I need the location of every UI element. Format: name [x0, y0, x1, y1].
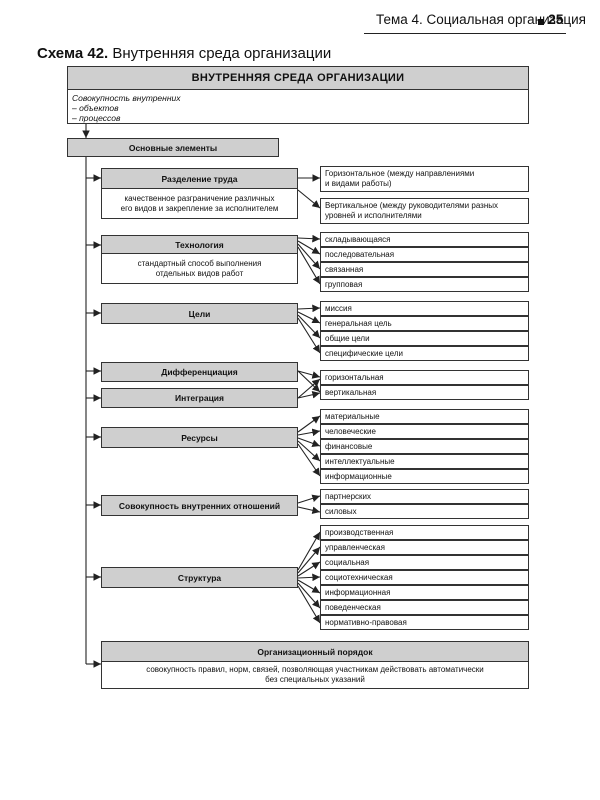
group-order-title: Организационный порядок [101, 641, 529, 662]
leaf-box: интеллектуальные [320, 454, 529, 469]
leaf-box: связанная [320, 262, 529, 277]
leaf-box: специфические цели [320, 346, 529, 361]
leaf-box: финансовые [320, 439, 529, 454]
leaf-box: Вертикальное (между руководителями разны… [320, 198, 529, 224]
group-relations-title: Совокупность внутренних отношений [101, 495, 298, 516]
leaf-box: складывающаяся [320, 232, 529, 247]
leaf-box: генеральная цель [320, 316, 529, 331]
figure-number: Схема 42. [37, 45, 109, 62]
description-line: – процессов [72, 113, 121, 123]
leaf-box: человеческие [320, 424, 529, 439]
leaf-box: нормативно-правовая [320, 615, 529, 630]
leaf-box: социотехническая [320, 570, 529, 585]
leaf-box: производственная [320, 525, 529, 540]
description-line: качественное разграничение различных [124, 193, 275, 203]
leaf-box: управленческая [320, 540, 529, 555]
leaf-box: общие цели [320, 331, 529, 346]
group-labor-title: Разделение труда [101, 168, 298, 189]
figure-caption: Схема 42. Внутренняя среда организации [37, 45, 331, 62]
group-resources-title: Ресурсы [101, 427, 298, 448]
leaf-box: партнерских [320, 489, 529, 504]
leaf-line: и видами работы) [325, 179, 392, 188]
running-title: Тема 4. Социальная организация [376, 12, 586, 27]
group-goals-title: Цели [101, 303, 298, 324]
group-technology-title: Технология [101, 235, 298, 254]
description-line: его видов и закрепление за исполнителем [120, 203, 279, 213]
leaf-box: информационная [320, 585, 529, 600]
figure-title: Внутренняя среда организации [112, 45, 332, 62]
group-labor-desc: качественное разграничение различных его… [101, 189, 298, 219]
leaf-line: уровней и исполнителями [325, 211, 422, 220]
page-number: 25 [548, 11, 564, 27]
root-node: Основные элементы [67, 138, 279, 157]
leaf-box: социальная [320, 555, 529, 570]
leaf-box: миссия [320, 301, 529, 316]
group-order-desc: совокупность правил, норм, связей, позво… [101, 662, 529, 689]
leaf-box: поведенческая [320, 600, 529, 615]
leaf-box: материальные [320, 409, 529, 424]
description-line: Совокупность внутренних [72, 93, 181, 103]
header-rule [364, 33, 566, 34]
leaf-box: последовательная [320, 247, 529, 262]
group-integration-title: Интеграция [101, 388, 298, 408]
leaf-line: Горизонтальное (между направлениями [325, 169, 475, 178]
leaf-box: Горизонтальное (между направлениями и ви… [320, 166, 529, 192]
leaf-box: горизонтальная [320, 370, 529, 385]
group-structure-title: Структура [101, 567, 298, 588]
main-title-box: ВНУТРЕННЯЯ СРЕДА ОРГАНИЗАЦИИ [67, 66, 529, 90]
square-bullet-icon [538, 19, 544, 25]
group-differentiation-title: Дифференциация [101, 362, 298, 382]
leaf-line: Вертикальное (между руководителями разны… [325, 201, 499, 210]
description-line: отдельных видов работ [155, 268, 244, 278]
leaf-box: вертикальная [320, 385, 529, 400]
group-technology-desc: стандартный способ выполнения отдельных … [101, 254, 298, 284]
leaf-box: силовых [320, 504, 529, 519]
description-line: стандартный способ выполнения [137, 258, 262, 268]
description-line: совокупность правил, норм, связей, позво… [146, 665, 484, 674]
leaf-box: информационные [320, 469, 529, 484]
description-line: – объектов [72, 103, 119, 113]
description-line: без специальных указаний [265, 675, 365, 684]
leaf-box: групповая [320, 277, 529, 292]
main-description-box: Совокупность внутренних – объектов – про… [67, 90, 529, 124]
